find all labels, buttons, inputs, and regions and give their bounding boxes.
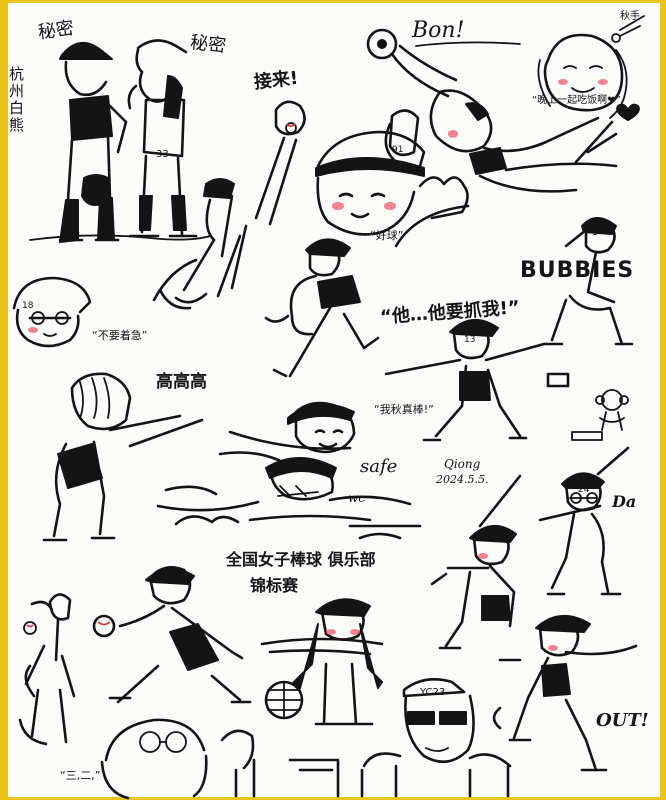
player-left-whisperer bbox=[58, 42, 128, 243]
player-dont-worry-head bbox=[12, 276, 92, 348]
jersey-number-91: 91 bbox=[392, 145, 404, 155]
jersey-number-39: 39 bbox=[492, 529, 506, 542]
jersey-number-3: 3 bbox=[592, 227, 599, 238]
label-dinner-together: “晚上一起吃饭啊❤” bbox=[532, 95, 621, 106]
label-hangzhou-white-bears: 杭州白熊 bbox=[7, 66, 25, 134]
label-bon: Bon! bbox=[412, 18, 465, 43]
player-batter-39 bbox=[430, 474, 522, 662]
jersey-number-18: 18 bbox=[22, 301, 34, 311]
face-top-right-autumn bbox=[537, 33, 628, 119]
player-77-with-bat bbox=[260, 598, 384, 726]
label-wc: wc bbox=[348, 491, 365, 505]
player-catching-high-ball bbox=[152, 100, 306, 310]
player-sliding-safe bbox=[156, 457, 422, 540]
jersey-number-24: 24 bbox=[578, 485, 590, 495]
baseball-bat-icon bbox=[611, 15, 645, 43]
player-scared-runner bbox=[384, 319, 570, 442]
jersey-number-33: 33 bbox=[156, 149, 169, 160]
label-high-high-high: 高高高 bbox=[156, 372, 207, 392]
base-plate bbox=[571, 431, 603, 441]
jersey-number-yc23: YC23 bbox=[420, 687, 446, 698]
bottom-head-yc23 bbox=[360, 678, 512, 798]
ground-line bbox=[29, 234, 211, 241]
label-signature: Qiong bbox=[444, 457, 481, 471]
label-out: OUT! bbox=[596, 710, 649, 731]
player-catcher-great bbox=[218, 401, 356, 468]
label-im-so-great: “我秋真棒!” bbox=[374, 403, 434, 416]
label-championship-subtitle: 锦标赛 bbox=[250, 576, 299, 595]
player-right-whisperer bbox=[127, 39, 198, 238]
monkey-icon bbox=[595, 389, 629, 431]
jersey-number-5: 5 bbox=[214, 185, 221, 196]
catchers-mask-icon bbox=[264, 680, 304, 720]
player-diving-catch bbox=[366, 28, 618, 193]
player-running-ball-carrier bbox=[264, 238, 380, 378]
bottom-head-glasses-left bbox=[100, 718, 208, 800]
label-secret-right: 秘密 bbox=[189, 32, 228, 57]
label-secret-left: 秘密 bbox=[36, 17, 76, 44]
label-date: 2024.5.5. bbox=[436, 473, 489, 486]
label-bubbies: BUBBIES bbox=[520, 258, 635, 283]
player-batter-da bbox=[538, 446, 630, 596]
player-bubbies-batter bbox=[542, 120, 634, 346]
player-jumping-catch bbox=[18, 593, 76, 746]
player-pointing-high bbox=[42, 372, 204, 542]
label-da: Da bbox=[612, 492, 637, 511]
jersey-number-13: 13 bbox=[464, 335, 476, 345]
player-out-call bbox=[492, 615, 638, 772]
label-dont-worry: “不要着急” bbox=[92, 329, 148, 342]
label-autumn-hand: 秋手 bbox=[620, 11, 640, 22]
player-big-face-nice-ball bbox=[315, 130, 470, 248]
label-nice-ball: “好球” bbox=[370, 229, 404, 242]
jersey-number-77: 77 bbox=[336, 602, 349, 613]
label-safe: safe bbox=[360, 456, 398, 477]
player-fielder-with-ball bbox=[92, 566, 252, 704]
label-catch-it: 接来! bbox=[252, 67, 300, 94]
label-three-two: “三,二,” bbox=[60, 769, 101, 782]
label-championship-title: 全国女子棒球 俱乐部 bbox=[226, 550, 376, 569]
bottom-fence-and-hands bbox=[220, 729, 340, 798]
